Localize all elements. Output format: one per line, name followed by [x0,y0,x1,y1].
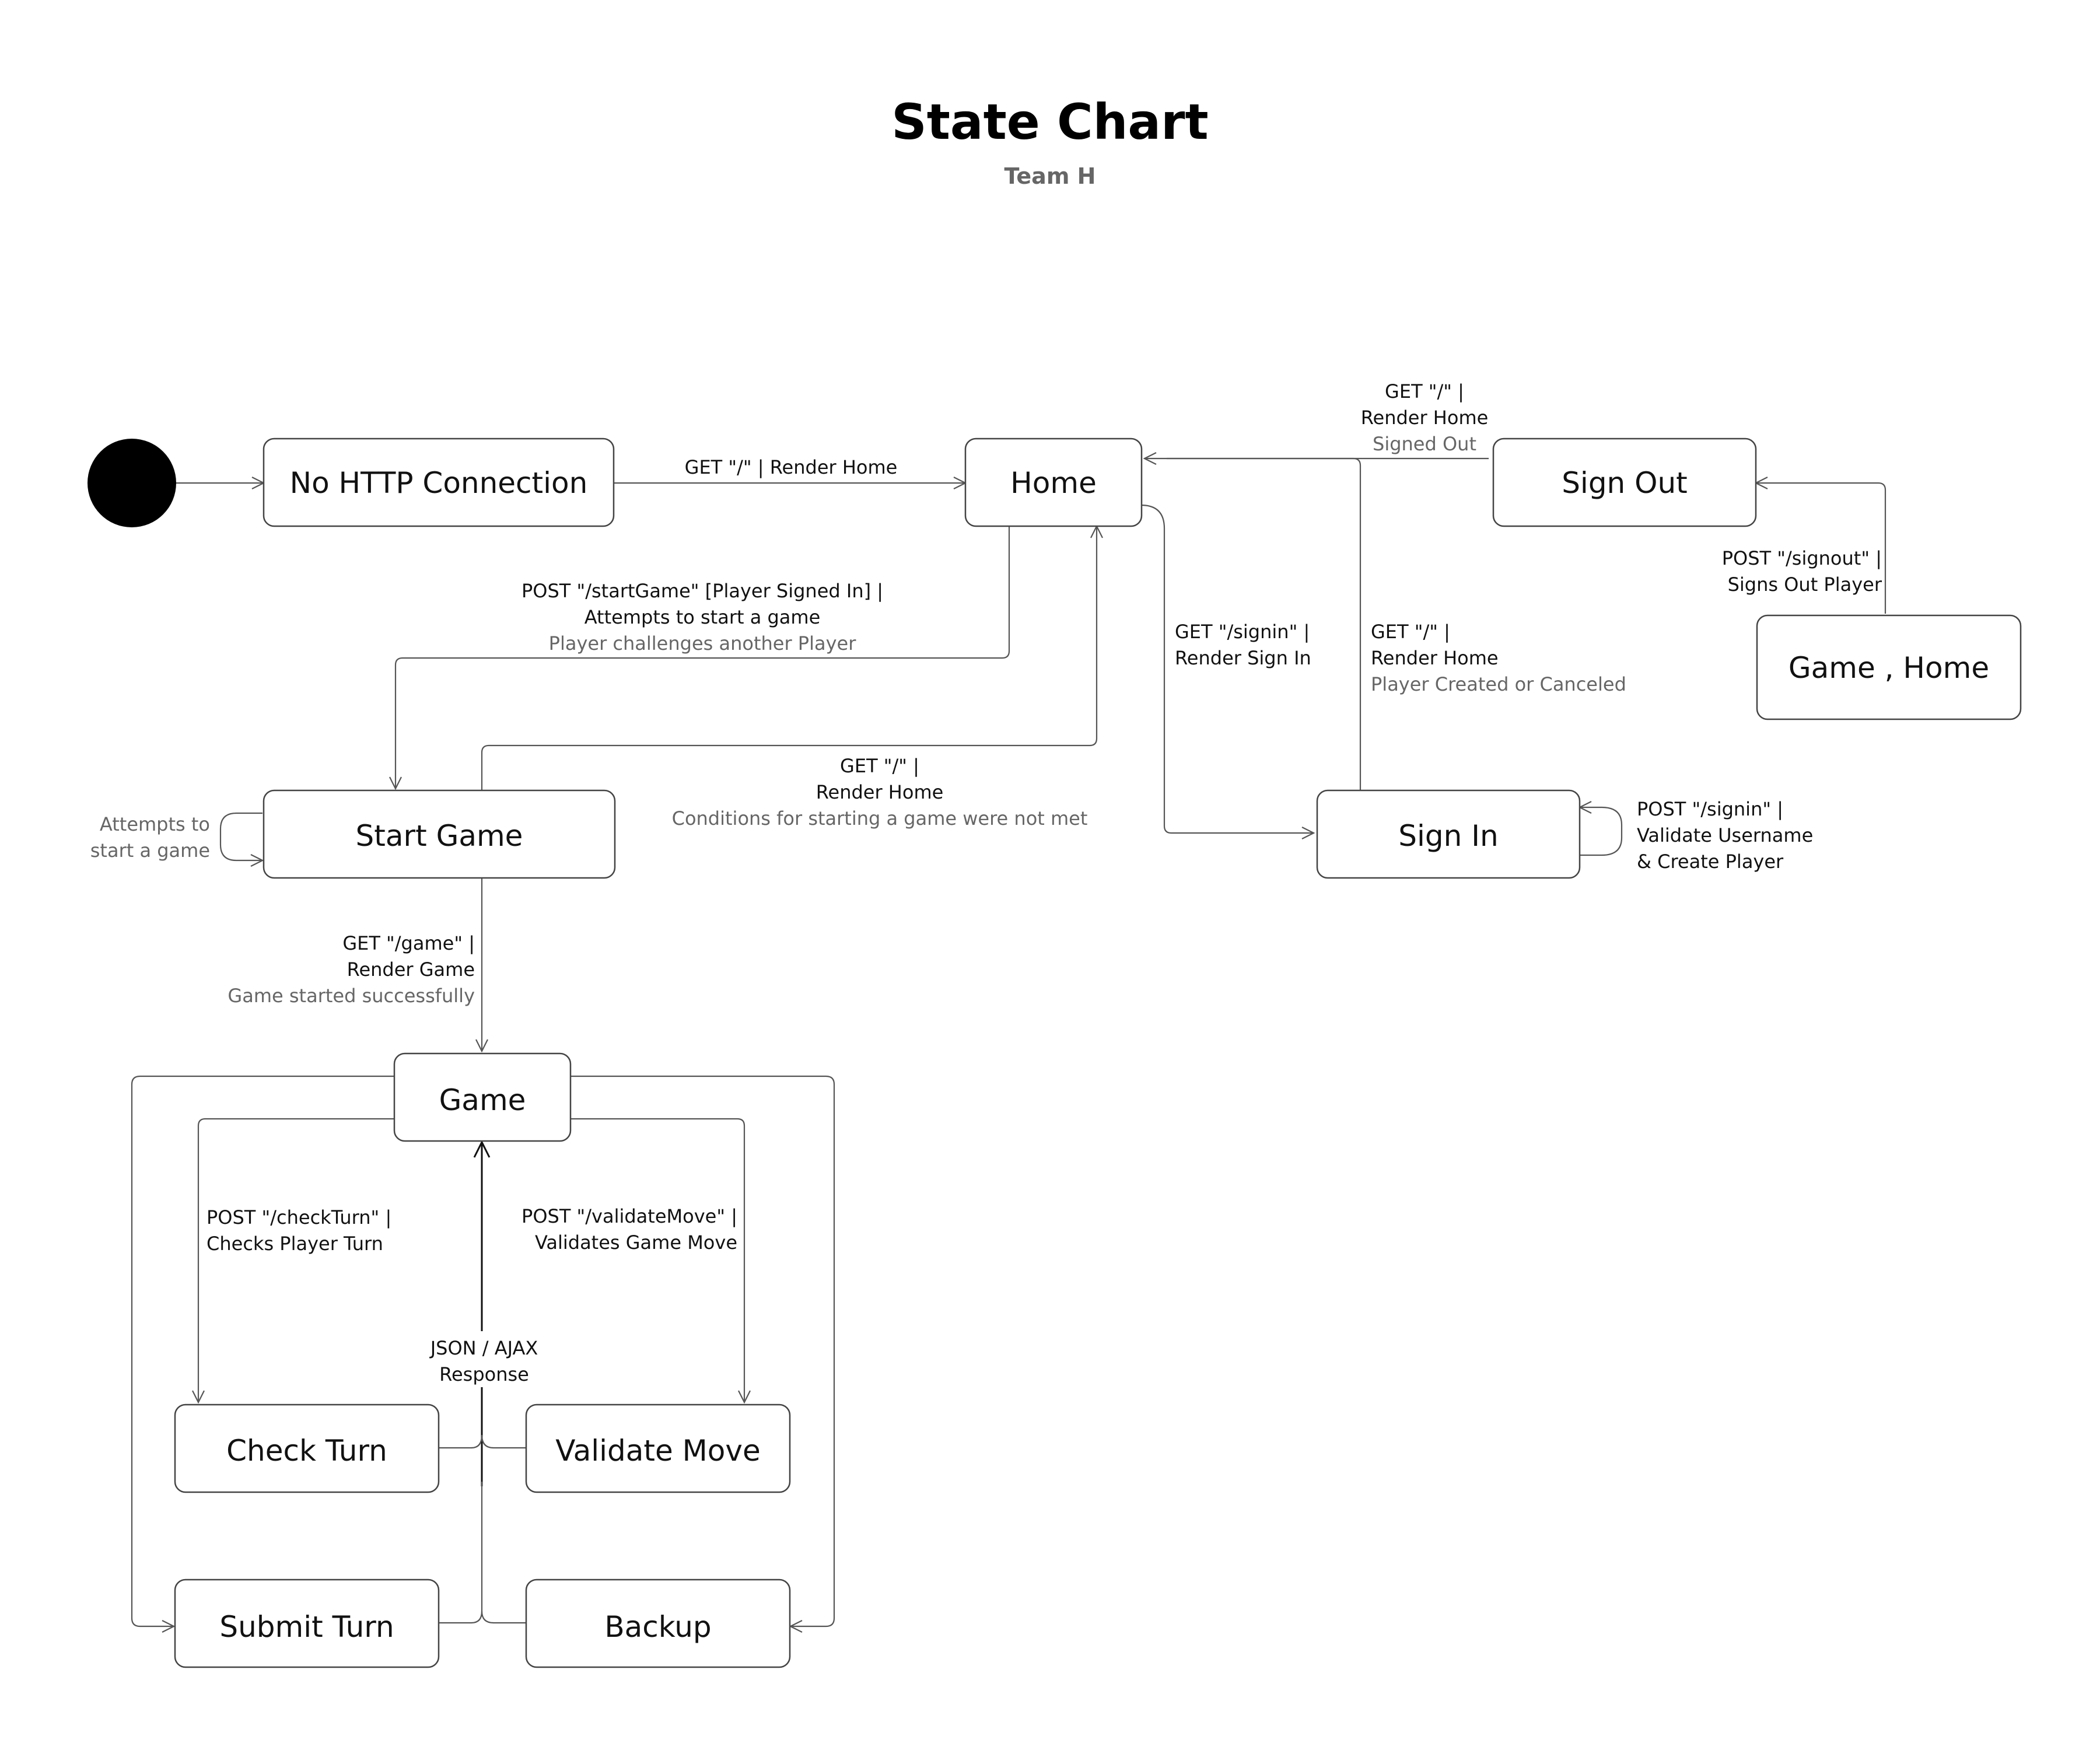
state-backup: Backup [525,1578,791,1668]
label-guard: Game started successfully [228,985,475,1007]
state-label: Game , Home [1788,651,1989,685]
label-line: POST "/validateMove" | [522,1205,737,1227]
state-label: Home [1010,466,1097,500]
label-line: Signs Out Player [1728,573,1882,596]
state-no-http-connection: No HTTP Connection [262,438,615,527]
game-checkturn-label: POST "/checkTurn" | Checks Player Turn [206,1206,391,1255]
state-game-home: Game , Home [1756,614,2022,720]
home-startgame-label: POST "/startGame" [Player Signed In] | A… [522,580,883,654]
state-start-game: Start Game [262,789,616,879]
state-label: Submit Turn [219,1610,394,1644]
signout-home-label: GET "/" | Render Home Signed Out [1361,380,1489,455]
startgame-self-loop [219,812,262,860]
game-submitturn-edge [131,1075,394,1626]
label-guard: Player challenges another Player [549,632,857,654]
state-home: Home [964,438,1143,527]
game-validatemove-label: POST "/validateMove" | Validates Game Mo… [522,1205,737,1254]
label-line: GET "/signin" | [1175,621,1310,643]
label-line: Render Home [1371,647,1499,669]
state-sign-out: Sign Out [1492,438,1757,527]
startgame-home-label: GET "/" | Render Home Conditions for sta… [672,755,1088,830]
startgame-game-label: GET "/game" | Render Game Game started s… [228,932,475,1007]
json-response-label: JSON / AJAX Response [421,1331,544,1387]
label-line: & Create Player [1637,850,1784,873]
submitturn-response-edge [439,1482,483,1624]
validatemove-response-edge [481,1434,526,1449]
state-label: Start Game [356,819,523,853]
state-label: Sign Out [1562,466,1688,500]
home-startgame-edge [396,525,1010,789]
label-line: POST "/signin" | [1637,798,1783,820]
label-guard: Conditions for starting a game were not … [672,807,1088,830]
label-line: GET "/" | [840,755,919,777]
chart-subtitle: Team H [1005,163,1096,189]
gamehome-signout-label: POST "/signout" | Signs Out Player [1722,547,1882,596]
state-label: Game [439,1083,526,1117]
startgame-self-label: Attempts to start a game [90,813,210,862]
label-line: GET "/" | [1371,621,1450,643]
home-signin-edge [1140,504,1314,833]
home-signin-label: GET "/signin" | Render Sign In [1175,621,1311,669]
startgame-home-edge [481,526,1097,790]
label-line: Render Home [1361,407,1489,429]
initial-node [88,439,176,527]
label-line: Attempts to [100,813,210,835]
state-label: Check Turn [226,1434,387,1468]
label-line: Render Home [816,781,944,803]
label-line: Render Sign In [1175,647,1311,669]
state-check-turn: Check Turn [174,1404,440,1493]
backup-response-edge [481,1611,526,1624]
label-line: start a game [90,839,210,862]
state-validate-move: Validate Move [525,1404,791,1493]
state-game: Game [393,1052,572,1142]
label-line: GET "/game" | [342,932,475,954]
label-guard: Signed Out [1373,433,1476,455]
label-line: GET "/" | [1385,380,1464,402]
label-line: Validates Game Move [535,1231,737,1254]
label-line: Checks Player Turn [206,1233,383,1255]
label-line: Response [439,1363,529,1385]
label-line: Render Game [347,958,475,981]
state-sign-in: Sign In [1316,789,1581,879]
state-label: Sign In [1398,819,1498,853]
game-checkturn-edge [198,1118,394,1402]
signin-home-label: GET "/" | Render Home Player Created or … [1371,621,1626,695]
state-label: Backup [604,1610,711,1644]
checkturn-response-edge [439,1434,483,1449]
state-label: No HTTP Connection [290,466,588,500]
nohttp-home-label: GET "/" | Render Home [685,456,898,478]
label-line: POST "/checkTurn" | [206,1206,391,1228]
gamehome-signout-edge [1756,483,1887,614]
game-validatemove-edge [569,1118,744,1402]
signin-self-loop [1578,807,1623,856]
signin-self-label: POST "/signin" | Validate Username & Cre… [1637,798,1813,873]
state-label: Validate Move [555,1434,760,1468]
label-line: Attempts to start a game [584,606,821,628]
signin-home-edge [1167,457,1362,790]
label-line: JSON / AJAX [429,1337,538,1359]
label-line: POST "/startGame" [Player Signed In] | [522,580,883,602]
chart-title: State Chart [891,93,1208,150]
label-guard: Player Created or Canceled [1371,673,1626,695]
state-submit-turn: Submit Turn [174,1578,440,1668]
label-line: Validate Username [1637,824,1813,846]
label-line: POST "/signout" | [1722,547,1882,569]
game-backup-edge [569,1075,835,1626]
